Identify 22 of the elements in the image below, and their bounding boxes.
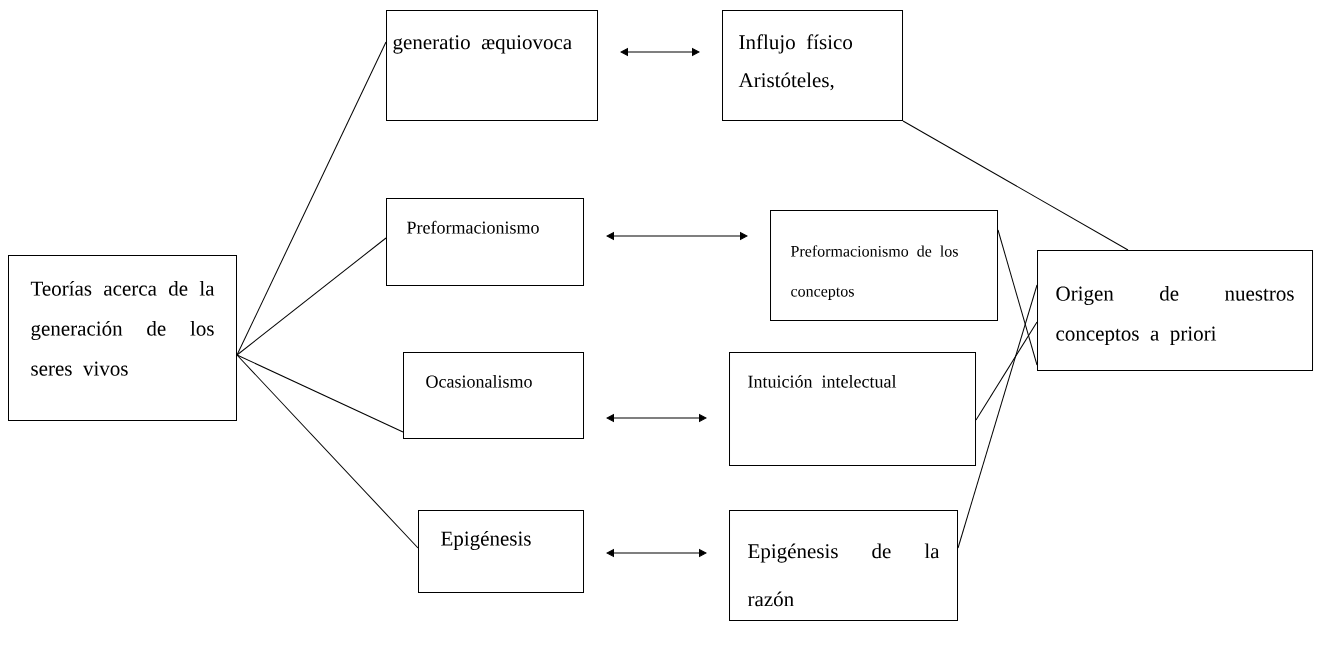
text-box: Preformacionismo [386, 198, 584, 286]
connector-line [620, 48, 700, 56]
connector-line [236, 41, 387, 356]
connector-line [902, 120, 1129, 251]
text-box: Intuición intelectual [729, 352, 976, 466]
text-box: Ocasionalismo [403, 352, 584, 439]
text-box: Teorías acerca de la generación de los seres vivos [8, 255, 237, 421]
text-box: Epigénesis de la razón [729, 510, 958, 621]
connector-line [606, 549, 707, 557]
connector-line [236, 237, 387, 356]
connector-line [606, 414, 707, 422]
connector-line [236, 354, 404, 433]
connector-line [975, 321, 1038, 421]
connector-line [606, 232, 748, 240]
text-box: Influjo físico Aristóteles, [722, 10, 903, 121]
connector-line [957, 284, 1038, 549]
connector-line [236, 354, 419, 549]
text-box: generatio æquiovoca [386, 10, 598, 121]
text-box: Origen de nuestros conceptos a priori [1037, 250, 1313, 371]
connector-line [997, 229, 1038, 366]
text-box: Epigénesis [418, 510, 584, 593]
text-box: Preformacionismo de los conceptos [770, 210, 998, 321]
